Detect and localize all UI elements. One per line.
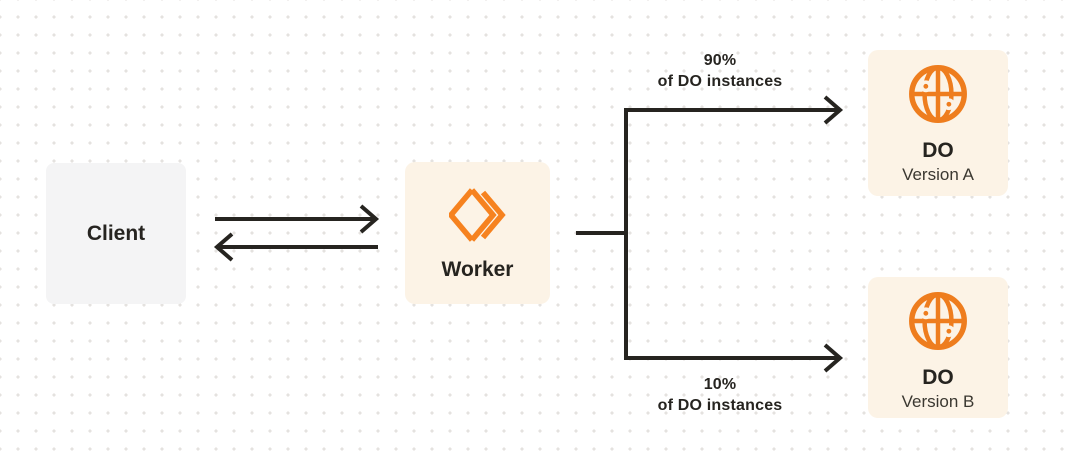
do-a-subtitle: Version A (902, 165, 974, 185)
cloudflare-workers-logo-icon (448, 188, 506, 242)
do-version-b-node: DO Version B (868, 277, 1008, 418)
arrow-to-do-a-head (823, 95, 844, 125)
arrow-worker-to-client-head (213, 232, 234, 262)
client-label: Client (86, 221, 146, 245)
do-b-subtitle: Version B (901, 392, 975, 412)
arrow-client-to-worker-head (359, 204, 380, 234)
worker-label: Worker (441, 258, 514, 281)
arrow-to-do-b-head (823, 343, 844, 373)
traffic-split-label-top: 90% of DO instances (610, 50, 830, 92)
percent-10-label: 10% (703, 376, 737, 393)
durable-object-globe-icon (909, 65, 967, 123)
durable-object-globe-icon (909, 292, 967, 350)
worker-node: Worker (405, 162, 550, 304)
do-a-title: DO (922, 139, 954, 162)
percent-10-caption: of DO instances (657, 397, 783, 414)
client-node: Client (46, 163, 186, 304)
do-b-title: DO (922, 366, 954, 389)
do-version-a-node: DO Version A (868, 50, 1008, 196)
traffic-split-label-bottom: 10% of DO instances (610, 374, 830, 416)
percent-90-caption: of DO instances (657, 73, 783, 90)
percent-90-label: 90% (703, 52, 737, 69)
